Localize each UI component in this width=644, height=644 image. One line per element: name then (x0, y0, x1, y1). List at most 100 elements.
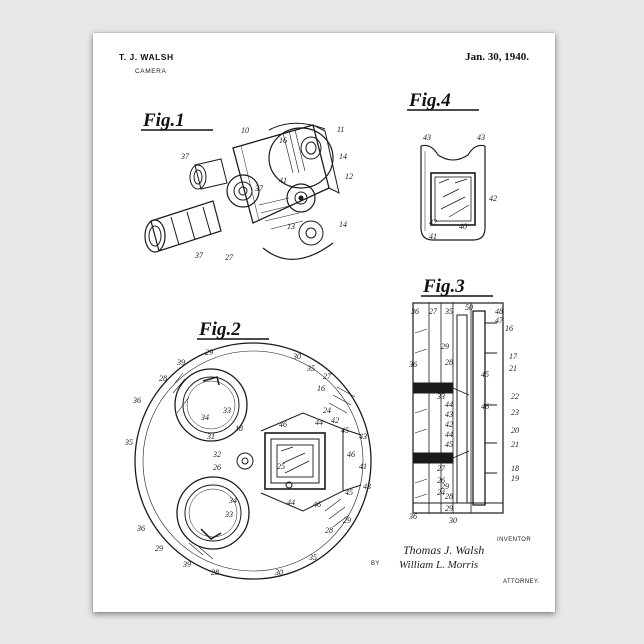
fig2-label: 44 (315, 418, 323, 427)
fig2-label: 45 (341, 426, 349, 435)
fig2-label: 16 (317, 384, 325, 393)
fig3-label: 43 (445, 410, 453, 419)
fig2-label: 24 (323, 406, 331, 415)
fig2-label: 41 (359, 462, 367, 471)
fig3-label: 44 (445, 400, 453, 409)
fig1-label: 13 (287, 222, 295, 231)
fig3-caption: Fig.3 (422, 276, 465, 297)
fig3-label: 42 (445, 420, 453, 429)
fig3-label: 46 (481, 402, 489, 411)
fig2-label: 35 (308, 553, 317, 562)
fig2-label: 39 (176, 358, 185, 367)
fig2-label: 28 (325, 526, 333, 535)
fig4-label: 43 (423, 133, 431, 142)
attorney-signature: William L. Morris (399, 559, 478, 571)
fig2-label: 46 (279, 420, 287, 429)
fig2-label: 35 (306, 364, 315, 373)
fig3-label: 44 (445, 430, 453, 439)
fig3-label: 29 (441, 342, 449, 351)
fig2-label: 36 (136, 524, 145, 533)
fig3-label: 36 (408, 360, 417, 369)
fig3-label: 23 (511, 408, 519, 417)
fig3-label: 45 (481, 370, 489, 379)
fig3-label: 18 (511, 464, 519, 473)
fig1-label: 37 (254, 184, 264, 193)
fig4-label: 40 (459, 222, 467, 231)
fig3-label: 27 (437, 464, 446, 473)
fig1-label: 10 (241, 126, 249, 135)
inventor-signature: Thomas J. Walsh (403, 543, 484, 558)
fig3-label: 47 (495, 316, 504, 325)
fig3-label: 16 (505, 324, 513, 333)
fig2-label: 43 (363, 482, 371, 491)
fig3-label: 28 (445, 358, 453, 367)
by-label: BY (371, 561, 380, 567)
fig2-label: 32 (212, 450, 221, 459)
fig3-label: 35 (444, 307, 453, 316)
fig2-label: 28 (211, 568, 219, 577)
fig3-label: 28 (445, 492, 453, 501)
fig3-label: 33 (436, 392, 445, 401)
fig1-label: 16 (279, 136, 287, 145)
fig4-label: 42 (429, 218, 437, 227)
fig1-label: 37 (180, 152, 190, 161)
fig2-label: 46 (313, 500, 321, 509)
fig1-label: 12 (345, 172, 353, 181)
fig2-label: 44 (287, 498, 295, 507)
fig4-caption: Fig.4 (408, 90, 451, 111)
fig1-label: 37 (194, 251, 204, 260)
fig3-label: 21 (509, 364, 517, 373)
fig1-label: 41 (279, 176, 287, 185)
fig3-label: 30 (448, 516, 457, 525)
fig3-label: 17 (509, 352, 518, 361)
fig2-label: 27 (323, 372, 332, 381)
inventor-label: INVENTOR (497, 537, 531, 543)
fig1-label: 14 (339, 152, 347, 161)
fig3-label: 36 (410, 307, 419, 316)
fig2-label: 31 (206, 432, 215, 441)
fig3-label: 29 (441, 482, 449, 491)
patent-drawing: Fig.1 Fig.4 Fig.2 Fig.3 10 16 11 37 14 3… (93, 33, 555, 612)
fig2-caption: Fig.2 (198, 319, 241, 340)
fig2-label: 29 (343, 516, 351, 525)
fig4-label: 41 (429, 232, 437, 241)
fig3-label: 36 (408, 512, 417, 521)
fig2-label: 18 (235, 424, 243, 433)
fig3-label: 27 (429, 307, 438, 316)
fig3-label: 22 (511, 392, 519, 401)
fig4-label: 42 (489, 194, 497, 203)
fig2-label: 46 (347, 450, 355, 459)
fig2-label: 36 (132, 396, 141, 405)
fig2-turret-drawing (135, 343, 371, 579)
attorney-label: ATTORNEY. (503, 579, 540, 585)
fig2-label: 30 (292, 352, 301, 361)
fig2-label: 33 (224, 510, 233, 519)
fig2-label: 34 (200, 413, 209, 422)
fig2-label: 29 (205, 348, 213, 357)
fig1-label: 11 (337, 125, 344, 134)
fig2-label: 42 (331, 416, 339, 425)
fig2-label: 43 (359, 432, 367, 441)
fig1-label: 27 (225, 253, 234, 262)
fig2-label: 45 (345, 488, 353, 497)
patent-poster: T. J. WALSH CAMERA Jan. 30, 1940. (93, 33, 555, 612)
fig3-label: 48 (495, 307, 503, 316)
fig4-label: 43 (477, 133, 485, 142)
fig1-caption: Fig.1 (142, 110, 185, 131)
fig2-label: 30 (274, 568, 283, 577)
fig3-label: 21 (511, 440, 519, 449)
fig2-label: 26 (213, 463, 221, 472)
fig3-label: 50 (465, 303, 473, 312)
fig3-section-drawing (413, 303, 503, 513)
fig2-label: 34 (228, 496, 237, 505)
fig1-camera-drawing (145, 123, 339, 259)
fig2-label: 29 (155, 544, 163, 553)
fig3-label: 20 (511, 426, 519, 435)
fig3-label: 19 (511, 474, 519, 483)
fig2-label: 25 (277, 462, 285, 471)
fig2-label: 39 (182, 560, 191, 569)
fig2-label: 28 (159, 374, 167, 383)
fig1-label: 14 (339, 220, 347, 229)
fig3-label: 29 (445, 504, 453, 513)
fig2-label: 33 (222, 406, 231, 415)
